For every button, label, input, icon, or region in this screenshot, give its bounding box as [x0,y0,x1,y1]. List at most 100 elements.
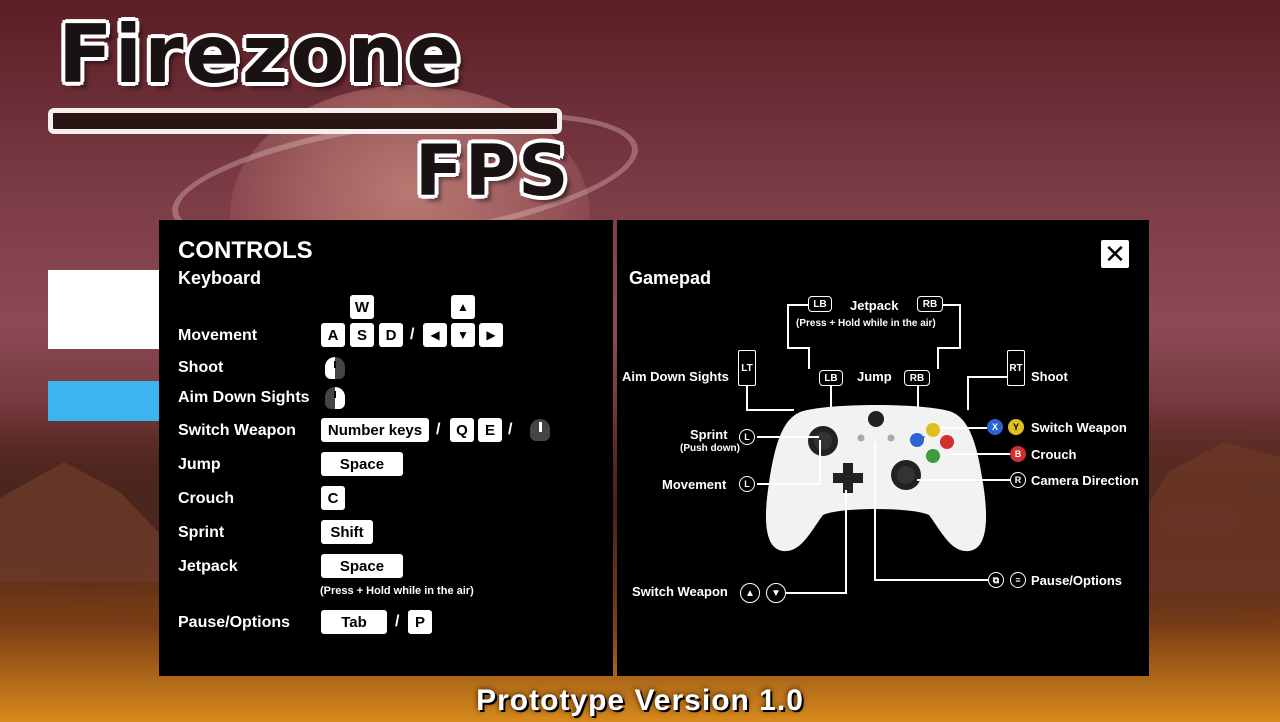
gamepad-aim-label: Aim Down Sights [622,369,729,384]
key-q: Q [450,418,474,442]
label-jetpack: Jetpack [178,558,238,575]
lb-badge: LB [819,370,843,386]
a-face-button [926,449,940,463]
label-pause-options: Pause/Options [178,614,291,631]
rb-badge: RB [904,370,930,386]
gamepad-shoot-label: Shoot [1031,369,1068,384]
key-a: A [321,323,345,347]
connector-line [937,427,987,429]
key-c: C [321,486,345,510]
b-button-icon: B [1010,446,1026,462]
keyboard-controls-panel: CONTROLS Keyboard W ▲ Movement A S D / ◀… [159,220,613,676]
keyboard-heading: Keyboard [178,268,262,288]
connector-line [746,409,794,411]
connector-line [917,386,919,408]
key-p: P [408,610,432,634]
mouse-left-click-icon [325,357,345,379]
separator: / [395,613,400,630]
rt-trigger-badge: RT [1007,350,1025,386]
gamepad-switch-weapon-label: Switch Weapon [632,584,728,599]
lb-badge: LB [808,296,832,312]
connector-line [787,347,808,349]
key-space: Space [321,554,403,578]
connector-line [787,304,789,348]
connector-line [830,386,832,408]
connector-line [786,592,846,594]
connector-line [943,304,961,306]
connector-line [967,376,969,410]
gamepad-movement-label: Movement [662,477,727,492]
key-shift: Shift [321,520,373,544]
key-arrow-down: ▼ [451,323,475,347]
close-button[interactable]: ✕ [1101,240,1129,268]
mouse-scroll-icon [530,419,550,441]
gamepad-sprint-label: Sprint [690,427,728,442]
gamepad-pause-label: Pause/Options [1031,573,1123,588]
mouse-right-click-icon [325,387,345,409]
gamepad-switch-weapon-right-label: Switch Weapon [1031,420,1127,435]
menu-button-2[interactable] [48,381,160,421]
key-arrow-up: ▲ [451,295,475,319]
key-arrow-right: ▶ [479,323,503,347]
gamepad-jetpack-label: Jetpack [850,298,899,313]
connector-line [757,436,819,438]
b-face-button [940,435,954,449]
key-e: E [478,418,502,442]
x-button-icon: X [987,419,1003,435]
connector-line [959,304,961,348]
dpad-down-icon: ▼ [766,583,786,603]
logo-title: Firezone [58,8,463,101]
label-crouch: Crouch [178,490,234,507]
label-jump: Jump [178,456,221,473]
connector-line [937,347,961,349]
connector-line [787,304,808,306]
separator: / [508,421,513,438]
jetpack-note: (Press + Hold while in the air) [320,585,474,597]
key-d: D [379,323,403,347]
connector-line [808,347,810,369]
x-face-button [910,433,924,447]
key-tab: Tab [321,610,387,634]
connector-line [917,479,1010,481]
version-label: Prototype Version 1.0 [476,684,804,717]
y-button-icon: Y [1008,419,1024,435]
connector-line [819,440,821,485]
gamepad-camera-label: Camera Direction [1031,473,1139,488]
connector-line [757,483,821,485]
lt-trigger-badge: LT [738,350,756,386]
label-aim-down-sights: Aim Down Sights [178,389,310,406]
gamepad-sprint-note: (Push down) [680,443,740,454]
gamepad-jetpack-note: (Press + Hold while in the air) [796,318,936,329]
gamepad-jump-label: Jump [857,369,892,384]
menu-button-icon: ≡ [1010,572,1026,588]
connector-line [937,347,939,369]
label-shoot: Shoot [178,359,224,376]
y-face-button [926,423,940,437]
menu-button-1[interactable] [48,270,160,349]
dpad-up-icon: ▲ [740,583,760,603]
gamepad-controls-panel: ✕ Gamepad LB Jetpack RB (Press + Hold wh… [617,220,1149,676]
label-movement: Movement [178,327,258,344]
separator: / [436,421,441,438]
label-sprint: Sprint [178,524,225,541]
separator: / [410,326,415,343]
gamepad-crouch-label: Crouch [1031,447,1077,462]
key-s: S [350,323,374,347]
connector-line [952,453,1010,455]
connector-line [874,442,876,580]
connector-line [874,579,988,581]
left-stick-icon: L [739,476,755,492]
mesa-left [0,462,160,582]
mesa-right [1140,442,1280,592]
key-arrow-left: ◀ [423,323,447,347]
label-switch-weapon: Switch Weapon [178,422,296,439]
connector-line [845,490,847,594]
key-w: W [350,295,374,319]
controls-heading: CONTROLS [178,237,313,264]
connector-line [746,386,748,410]
logo-underline [48,108,562,134]
view-button-icon: ⧉ [988,572,1004,588]
left-stick-icon: L [739,429,755,445]
gamepad-heading: Gamepad [629,268,712,288]
key-space: Space [321,452,403,476]
